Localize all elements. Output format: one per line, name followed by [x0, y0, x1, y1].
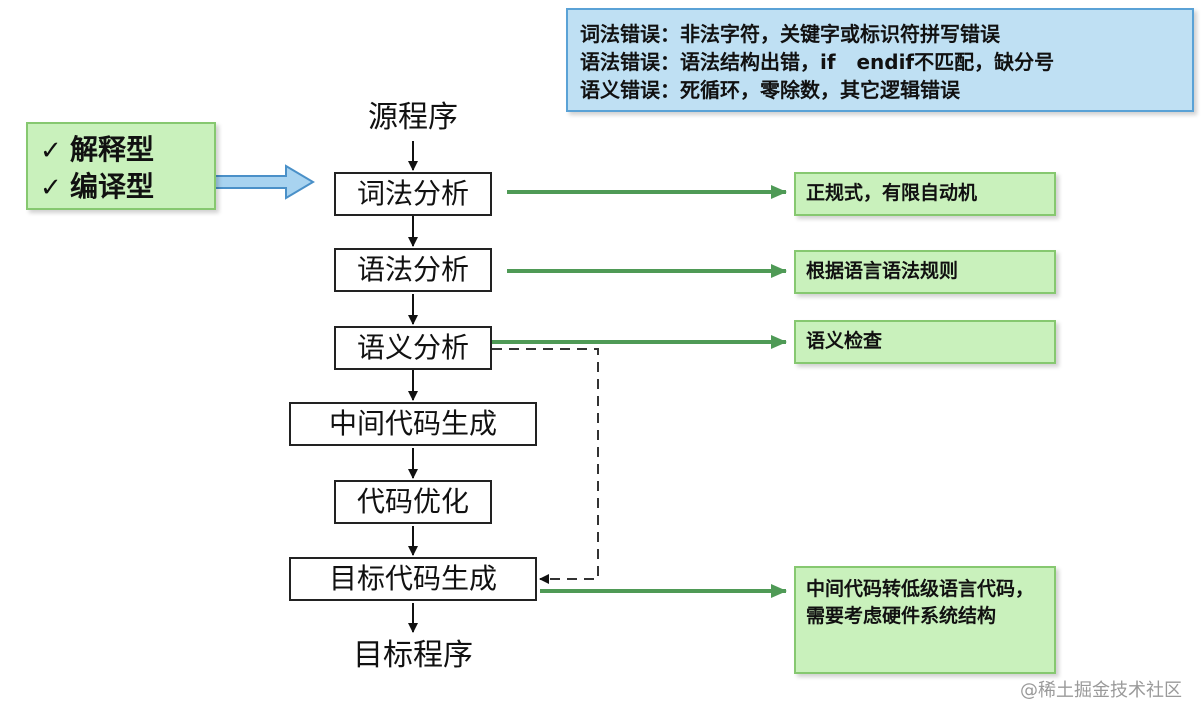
- stage-lexical-analysis: 词法分析: [334, 172, 492, 216]
- error-line-semantic: 语义错误：死循环，零除数，其它逻辑错误: [580, 78, 960, 102]
- stage-semantic-analysis: 语义分析: [334, 326, 492, 370]
- type-item-interpreted: ✓ 解释型: [40, 132, 202, 169]
- stage-target-code-generation: 目标代码生成: [289, 557, 537, 601]
- type-label-interpreted: 解释型: [70, 133, 155, 166]
- check-icon: ✓: [40, 136, 62, 166]
- target-program-label: 目标程序: [353, 638, 473, 673]
- type-label-compiled: 编译型: [70, 170, 155, 203]
- note-semantic: 语义检查: [794, 320, 1056, 364]
- type-item-compiled: ✓ 编译型: [40, 169, 202, 206]
- source-program-label: 源程序: [368, 100, 458, 135]
- error-line-syntax: 语法错误：语法结构出错，if endif不匹配，缺分号: [580, 50, 1055, 74]
- watermark: @稀土掘金技术社区: [1020, 680, 1182, 701]
- stage-syntax-analysis: 语法分析: [334, 248, 492, 292]
- dashed-bypass-arrow: [492, 348, 599, 584]
- stage-intermediate-code-generation: 中间代码生成: [289, 402, 537, 446]
- stage-code-optimization: 代码优化: [334, 480, 492, 524]
- check-icon: ✓: [40, 173, 62, 203]
- error-line-lexical: 词法错误：非法字符，关键字或标识符拼写错误: [580, 22, 1000, 46]
- note-lexical: 正规式，有限自动机: [794, 172, 1056, 216]
- error-types-box: 词法错误：非法字符，关键字或标识符拼写错误 语法错误：语法结构出错，if end…: [566, 8, 1194, 112]
- compiler-types-box: ✓ 解释型 ✓ 编译型: [26, 122, 216, 210]
- note-syntax: 根据语言语法规则: [794, 250, 1056, 294]
- note-target-code: 中间代码转低级语言代码，需要考虑硬件系统结构: [794, 566, 1056, 674]
